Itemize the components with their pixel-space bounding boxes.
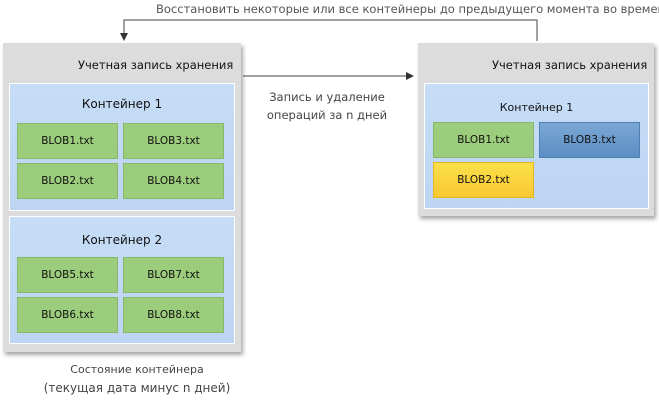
operations-label: Запись и удаление операций за n дней	[262, 88, 392, 124]
blob-right-1: BLOB1.txt	[433, 122, 534, 158]
storage-account-left: Учетная запись хранения Контейнер 1 BLOB…	[3, 43, 241, 352]
container-1-right: Контейнер 1 BLOB1.txt BLOB3.txt BLOB2.tx…	[424, 83, 649, 209]
blob-left-2: BLOB2.txt	[17, 163, 118, 199]
container-1-left: Контейнер 1 BLOB1.txt BLOB3.txt BLOB2.tx…	[9, 83, 235, 211]
container-2-left-title: Контейнер 2	[81, 233, 163, 247]
storage-account-left-title: Учетная запись хранения	[78, 58, 234, 72]
storage-account-right: Учетная запись хранения Контейнер 1 BLOB…	[418, 43, 654, 216]
storage-account-right-title: Учетная запись хранения	[492, 58, 648, 72]
blob-left-3: BLOB3.txt	[123, 123, 224, 159]
container-1-right-title: Контейнер 1	[499, 101, 574, 114]
blob-left-8: BLOB8.txt	[123, 297, 224, 333]
container-1-left-title: Контейнер 1	[81, 97, 163, 111]
container-state-caption-line2: (текущая дата минус n дней)	[43, 381, 231, 395]
blob-right-2-restored: BLOB2.txt	[433, 162, 534, 198]
blob-left-6: BLOB6.txt	[17, 297, 118, 333]
restore-arrow	[120, 19, 538, 41]
blob-left-4: BLOB4.txt	[123, 163, 224, 199]
container-state-caption: Состояние контейнера (текущая дата минус…	[42, 360, 232, 398]
restore-label: Восстановить некоторые или все контейнер…	[156, 2, 659, 16]
blob-left-7: BLOB7.txt	[123, 257, 224, 293]
operations-label-line1: Запись и удаление	[269, 90, 385, 104]
blob-left-1: BLOB1.txt	[17, 123, 118, 159]
container-2-left: Контейнер 2 BLOB5.txt BLOB7.txt BLOB6.tx…	[9, 216, 235, 344]
blob-right-3-modified: BLOB3.txt	[539, 122, 640, 158]
blob-left-5: BLOB5.txt	[17, 257, 118, 293]
container-state-caption-line1: Состояние контейнера	[70, 363, 204, 376]
operations-label-line2: операций за n дней	[266, 108, 388, 122]
